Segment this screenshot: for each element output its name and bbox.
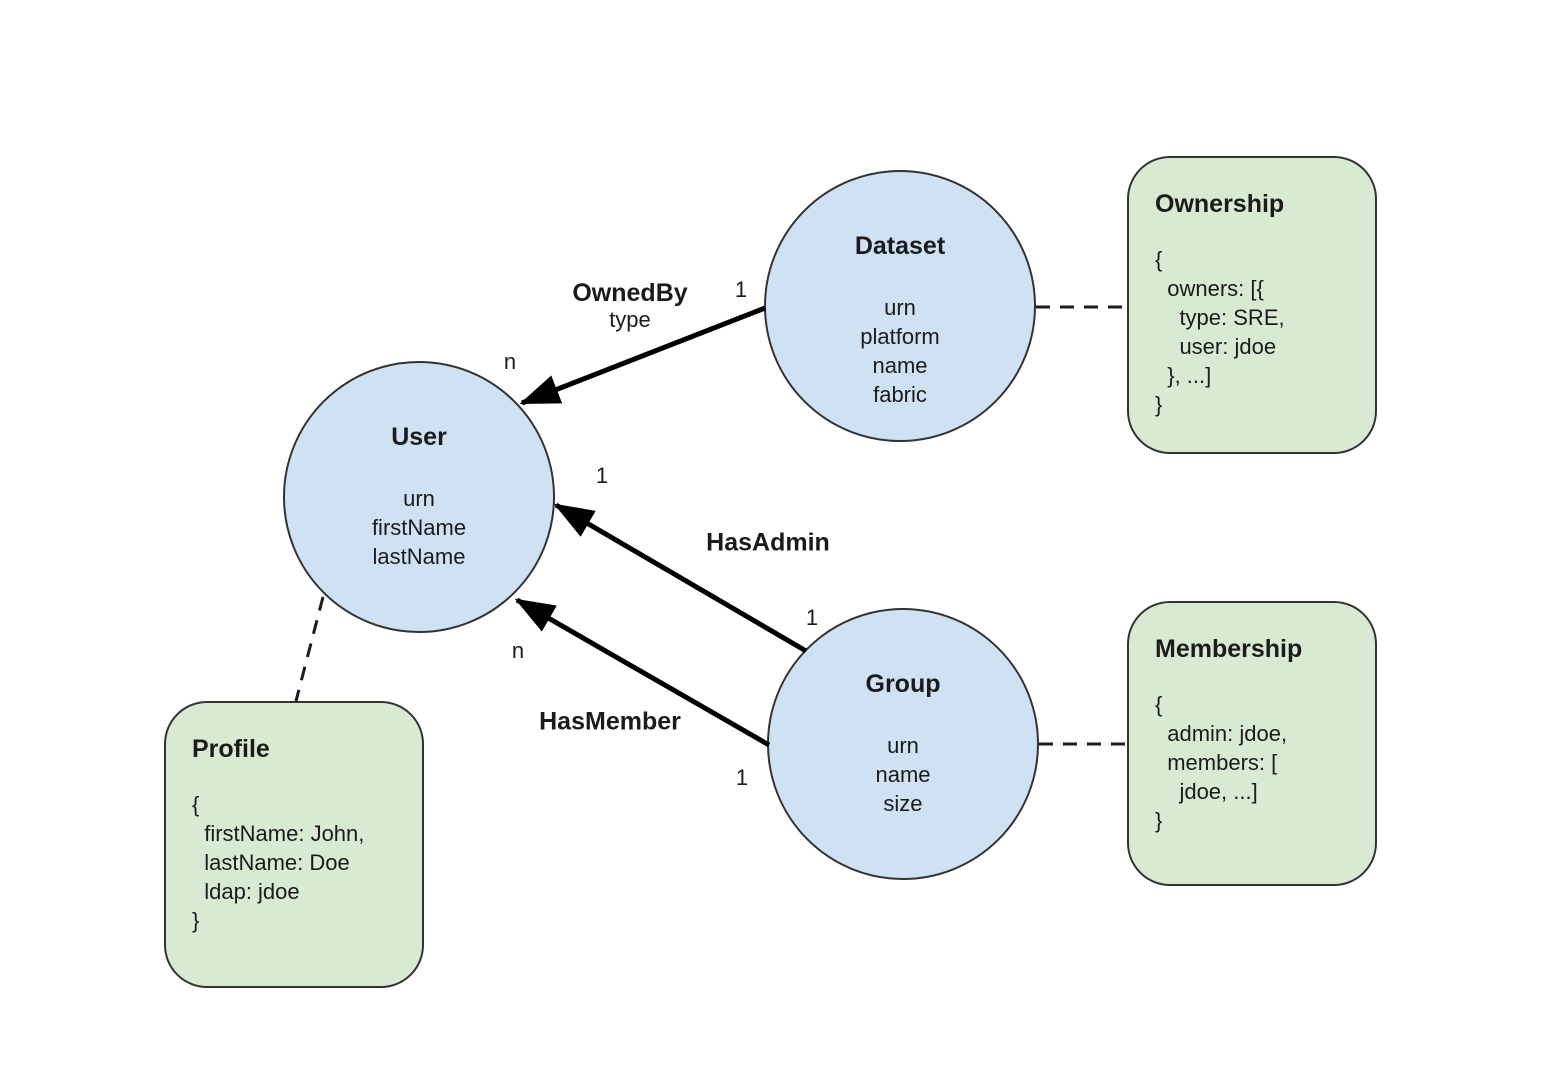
profile-aspect-box (164, 701, 424, 988)
user-node-circle (283, 361, 555, 633)
hasadmin-arrow (553, 502, 808, 654)
hasmember-arrow (514, 597, 771, 748)
membership-aspect-box (1127, 601, 1377, 886)
ownership-aspect-box (1127, 156, 1377, 454)
group-node-circle (767, 608, 1039, 880)
ownedby-arrow (519, 305, 766, 406)
user-profile-dashed-link (294, 596, 325, 702)
dataset-node-circle (764, 170, 1036, 442)
